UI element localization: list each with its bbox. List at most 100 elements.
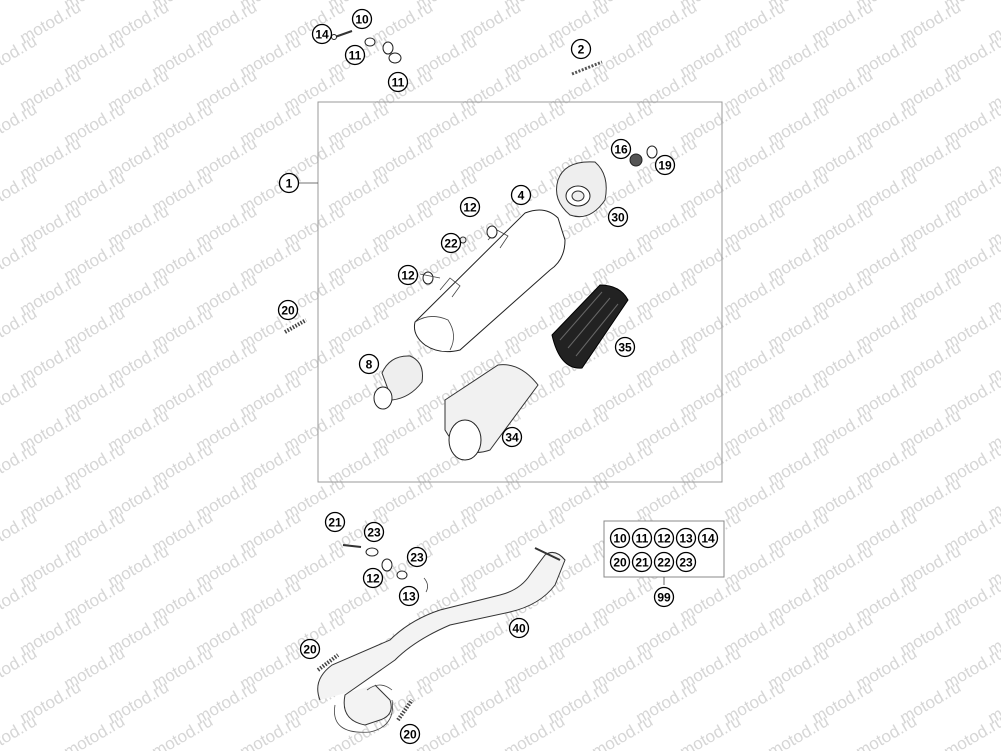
kit-item-label: 10	[613, 532, 627, 546]
callout-label: 23	[367, 526, 381, 540]
callout-30: 30	[607, 206, 629, 228]
watermark-text: motod.ru	[0, 0, 40, 13]
headpipe-part-40	[317, 547, 566, 733]
callout-22: 22	[440, 232, 462, 254]
callout-label: 1	[286, 177, 293, 191]
bolt-part-21	[342, 544, 362, 548]
kit-item-12: 12	[653, 527, 675, 549]
callout-label: 23	[410, 551, 424, 565]
washer-part-10	[364, 37, 376, 47]
watermark-text: motod.ru	[0, 31, 40, 81]
kit-item-21: 21	[631, 551, 653, 573]
watermark-text: motod.ru	[237, 711, 305, 751]
watermark-text: motod.ru	[413, 711, 481, 751]
kit-item-label: 12	[657, 532, 671, 546]
callout-label: 12	[401, 269, 415, 283]
kit-item-label: 14	[701, 532, 715, 546]
watermark-text: motod.ru	[0, 643, 40, 693]
watermark-text: motod.ru	[0, 99, 40, 149]
perforated-tube-part-34	[444, 364, 539, 461]
grommet-part-11b	[388, 52, 402, 64]
watermark-text: motod.ru	[941, 711, 1001, 751]
callout-label: 99	[657, 591, 671, 605]
callout-label: 21	[328, 516, 342, 530]
callout-label: 10	[355, 13, 369, 27]
watermark-text: motod.ru	[677, 711, 745, 751]
callout-99: 99	[653, 586, 675, 608]
kit-item-20: 20	[609, 551, 631, 573]
watermark-text: motod.ru	[501, 711, 569, 751]
washer-part-23b	[396, 570, 408, 580]
callout-23: 23	[406, 546, 428, 568]
watermark-text: motod.ru	[0, 303, 40, 353]
callout-label: 4	[518, 189, 525, 203]
callout-label: 30	[611, 211, 625, 225]
kit-item-14: 14	[697, 527, 719, 549]
callout-label: 40	[512, 622, 526, 636]
callout-10: 10	[351, 8, 373, 30]
callout-label: 34	[505, 431, 519, 445]
watermark-text: motod.ru	[0, 507, 40, 557]
callout-label: 12	[463, 201, 477, 215]
grommet-part-12b	[422, 271, 434, 285]
watermark-text: motod.ru	[589, 711, 657, 751]
kit-item-label: 21	[635, 556, 649, 570]
callout-20: 20	[277, 299, 299, 321]
kit-item-23: 23	[675, 551, 697, 573]
silencer-assembly-frame	[317, 101, 723, 483]
end-cap-part-30	[556, 161, 607, 218]
callout-21: 21	[324, 511, 346, 533]
watermark-text: motod.ru	[61, 711, 129, 751]
inner-cone-part-8	[373, 355, 423, 410]
callout-35: 35	[614, 336, 636, 358]
kit-item-label: 11	[636, 532, 649, 546]
packing-part-35	[551, 284, 629, 369]
watermark-text: motod.ru	[853, 711, 921, 751]
grommet-part-12c	[381, 558, 393, 572]
watermark-text: motod.ru	[0, 371, 40, 421]
callout-label: 12	[366, 572, 380, 586]
spring-part-2	[571, 60, 603, 76]
spring-part-20c	[396, 698, 414, 722]
callout-label: 19	[658, 159, 672, 173]
callout-12: 12	[459, 196, 481, 218]
grommet-part-12a	[486, 225, 498, 239]
callout-1: 1	[278, 172, 300, 194]
callout-label: 35	[618, 341, 632, 355]
callout-11: 11	[344, 44, 366, 66]
callout-4: 4	[510, 184, 532, 206]
watermark-text: motod.ru	[0, 439, 40, 489]
callout-label: 8	[366, 358, 373, 372]
callout-label: 13	[402, 590, 416, 604]
callout-40: 40	[508, 617, 530, 639]
kit-item-22: 22	[653, 551, 675, 573]
clip-part-13	[423, 577, 428, 593]
callout-label: 22	[444, 237, 458, 251]
nut-part-16	[629, 153, 643, 167]
callout-11: 11	[387, 71, 409, 93]
kit-item-label: 20	[613, 556, 627, 570]
watermark-text: motod.ru	[765, 711, 833, 751]
callout-8: 8	[358, 353, 380, 375]
callout-label: 16	[614, 143, 628, 157]
kit-item-13: 13	[675, 527, 697, 549]
kit-item-11: 11	[631, 527, 653, 549]
callout-label: 20	[281, 304, 295, 318]
callout-label: 14	[315, 28, 329, 42]
callout-23: 23	[363, 521, 385, 543]
washer-part-23a	[365, 547, 379, 557]
callout-13: 13	[398, 585, 420, 607]
watermark-text: motod.ru	[149, 711, 217, 751]
spring-part-20a	[284, 318, 307, 334]
callout-14: 14	[311, 23, 333, 45]
callout-16: 16	[610, 138, 632, 160]
watermark-text: motod.ru	[0, 235, 40, 285]
callout-label: 20	[303, 643, 317, 657]
callout-label: 11	[349, 49, 362, 63]
callout-label: 20	[403, 728, 417, 742]
callout-label: 2	[578, 43, 585, 57]
callout-34: 34	[501, 426, 523, 448]
watermark-text: motod.ru	[0, 575, 40, 625]
